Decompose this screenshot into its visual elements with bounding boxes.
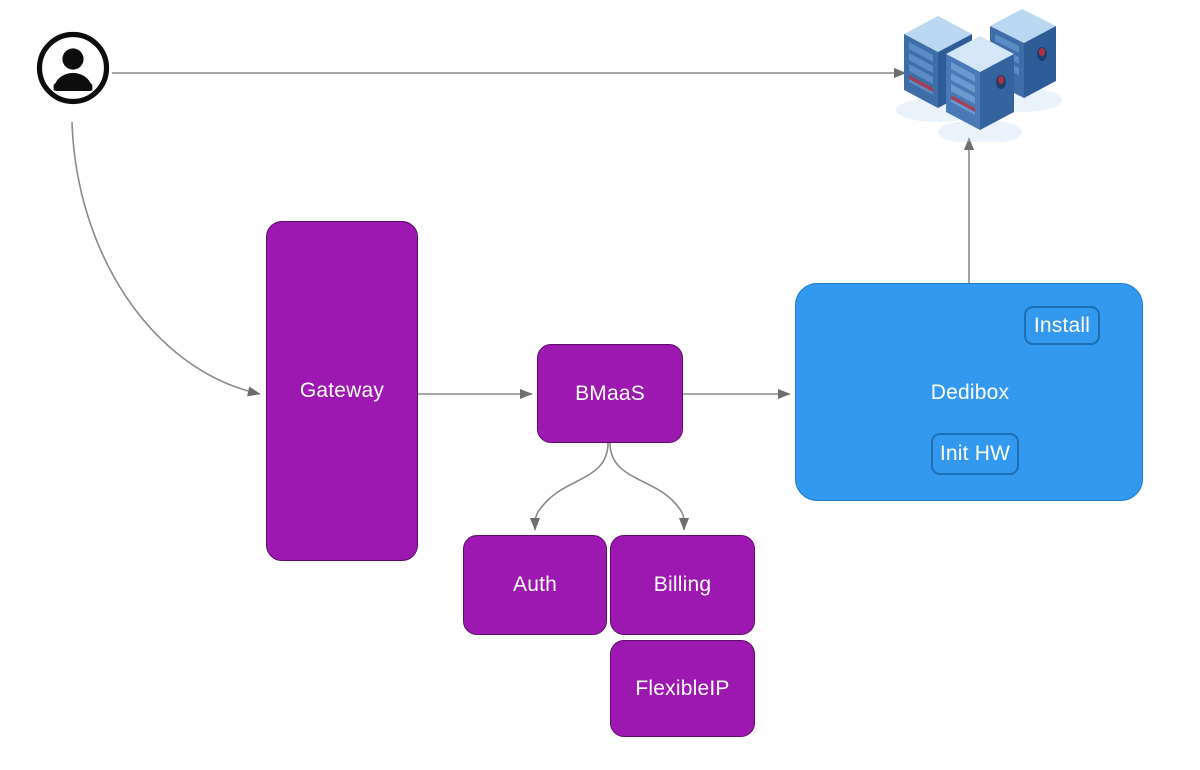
node-gateway-label: Gateway [299, 379, 385, 403]
server-rack-center [946, 36, 1014, 130]
node-dedibox[interactable]: Dedibox Install Init HW [795, 283, 1143, 501]
node-billing[interactable]: Billing [610, 535, 755, 635]
edge-bmaas-to-auth [529, 442, 609, 531]
node-dedibox-label-wrap: Dedibox [796, 284, 1144, 502]
node-init-hw-label: Init HW [939, 442, 1011, 466]
node-install-label: Install [1033, 313, 1091, 337]
node-auth-label: Auth [513, 573, 557, 597]
node-bmaas[interactable]: BMaaS [537, 344, 683, 443]
user-icon [36, 31, 110, 105]
edge-user-to-gateway [71, 121, 261, 397]
node-flexibleip[interactable]: FlexibleIP [610, 640, 755, 737]
node-install[interactable]: Install [1024, 306, 1100, 345]
server-rack-left [904, 16, 972, 108]
edge-bmaas-to-billing [609, 442, 690, 531]
node-auth[interactable]: Auth [463, 535, 607, 635]
node-gateway[interactable]: Gateway [266, 221, 418, 561]
node-bmaas-label: BMaaS [575, 381, 645, 405]
node-init-hw[interactable]: Init HW [931, 433, 1019, 475]
node-flexibleip-label: FlexibleIP [635, 676, 730, 700]
node-dedibox-label: Dedibox [930, 381, 1010, 405]
node-billing-label: Billing [653, 573, 712, 597]
server-stack-icon [896, 9, 1062, 142]
